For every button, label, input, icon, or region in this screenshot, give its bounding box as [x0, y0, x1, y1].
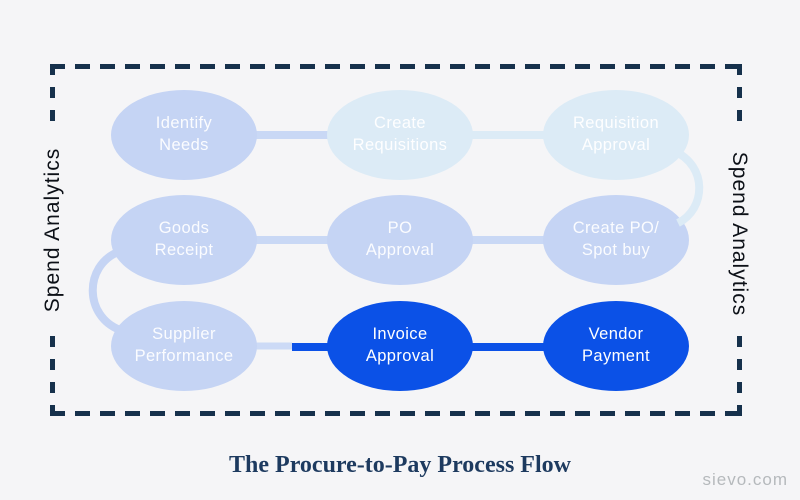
- node-label: Create PO/ Spot buy: [572, 219, 660, 259]
- node-label: Supplier Performance: [134, 325, 234, 365]
- side-label-spend-analytics-right: Spend Analytics: [728, 151, 751, 317]
- diagram-title: The Procure-to-Pay Process Flow: [229, 452, 571, 478]
- node-identify-needs: Identify Needs: [111, 90, 257, 180]
- sievo-watermark: sievo.com: [702, 470, 788, 489]
- node-label: Identify Needs: [155, 114, 213, 154]
- node-label: Goods Receipt: [154, 219, 214, 259]
- node-label: Invoice Approval: [365, 325, 435, 365]
- node-po-approval: PO Approval: [327, 195, 473, 285]
- node-label: PO Approval: [365, 219, 435, 259]
- node-create-po-spot-buy: Create PO/ Spot buy: [543, 195, 689, 285]
- node-vendor-payment: Vendor Payment: [543, 301, 689, 391]
- node-label: Create Requisitions: [352, 114, 448, 154]
- node-label: Requisition Approval: [572, 114, 660, 154]
- node-invoice-approval: Invoice Approval: [327, 301, 473, 391]
- node-supplier-performance: Supplier Performance: [111, 301, 257, 391]
- side-label-spend-analytics-left: Spend Analytics: [41, 147, 64, 313]
- node-create-requisitions: Create Requisitions: [327, 90, 473, 180]
- node-label: Vendor Payment: [582, 325, 650, 365]
- node-goods-receipt: Goods Receipt: [111, 195, 257, 285]
- node-requisition-approval: Requisition Approval: [543, 90, 689, 180]
